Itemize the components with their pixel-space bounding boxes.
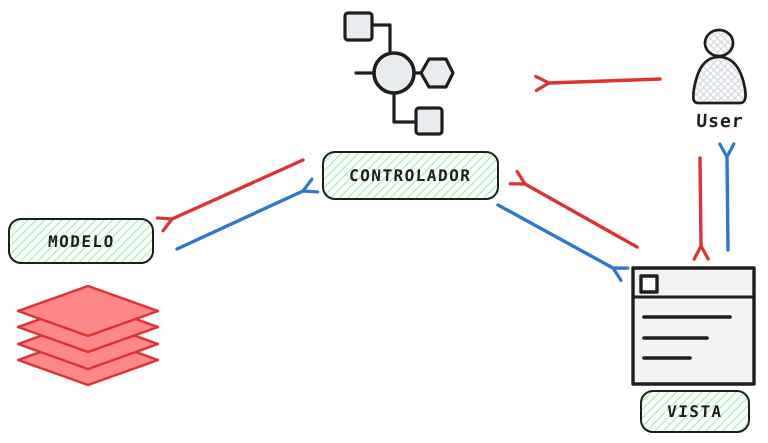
graph-square-top [343, 11, 374, 42]
layer-1 [16, 284, 160, 338]
layers-icon [16, 284, 160, 387]
controlador-label: CONTROLADOR [348, 166, 473, 185]
graph-square-bottom [414, 106, 444, 136]
modelo-node: MODELO [8, 218, 154, 264]
person-body [691, 55, 747, 105]
vista-label: VISTA [666, 402, 724, 421]
graph-hexagon [419, 57, 455, 89]
modelo-label: MODELO [47, 231, 115, 251]
arrow-user-to-controlador-red [534, 74, 662, 93]
person-head [703, 28, 735, 58]
arrow-vista-to-user-blue [718, 142, 736, 252]
graph-circle [372, 51, 416, 95]
arrow-controlador-to-vista-blue [496, 203, 630, 282]
arrow-controlador-to-modelo-red [155, 158, 305, 233]
arrow-user-to-vista-red [692, 156, 710, 261]
user-label: User [695, 111, 745, 132]
graph-icon [343, 11, 455, 136]
controlador-node: CONTROLADOR [322, 151, 499, 200]
arrow-vista-to-controlador-red [508, 169, 639, 249]
browser-window-icon [631, 266, 756, 386]
person-icon [691, 28, 747, 105]
vista-node: VISTA [640, 390, 750, 433]
window-control-square [639, 274, 659, 294]
arrow-modelo-to-controlador-blue [175, 177, 320, 251]
